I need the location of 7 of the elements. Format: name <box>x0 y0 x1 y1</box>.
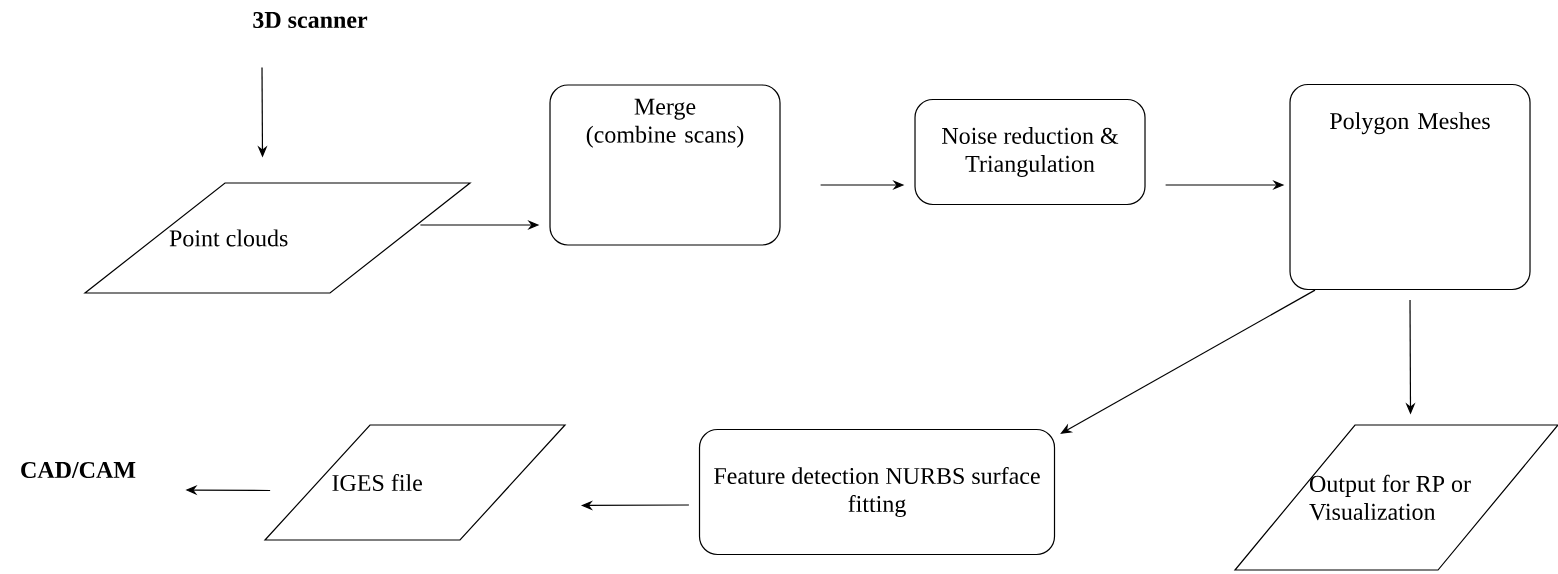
process-box: Feature detection NURBS surface fitting <box>698 428 1056 556</box>
process-box: Noise reduction & Triangulation <box>914 98 1146 206</box>
arrow <box>1060 289 1316 434</box>
flow-label: CAD/CAM <box>21 461 136 479</box>
process-box: Merge (combine scans) <box>549 84 781 246</box>
process-box: Polygon Meshes <box>1289 83 1531 291</box>
flow-label: 3D scanner <box>253 11 368 29</box>
